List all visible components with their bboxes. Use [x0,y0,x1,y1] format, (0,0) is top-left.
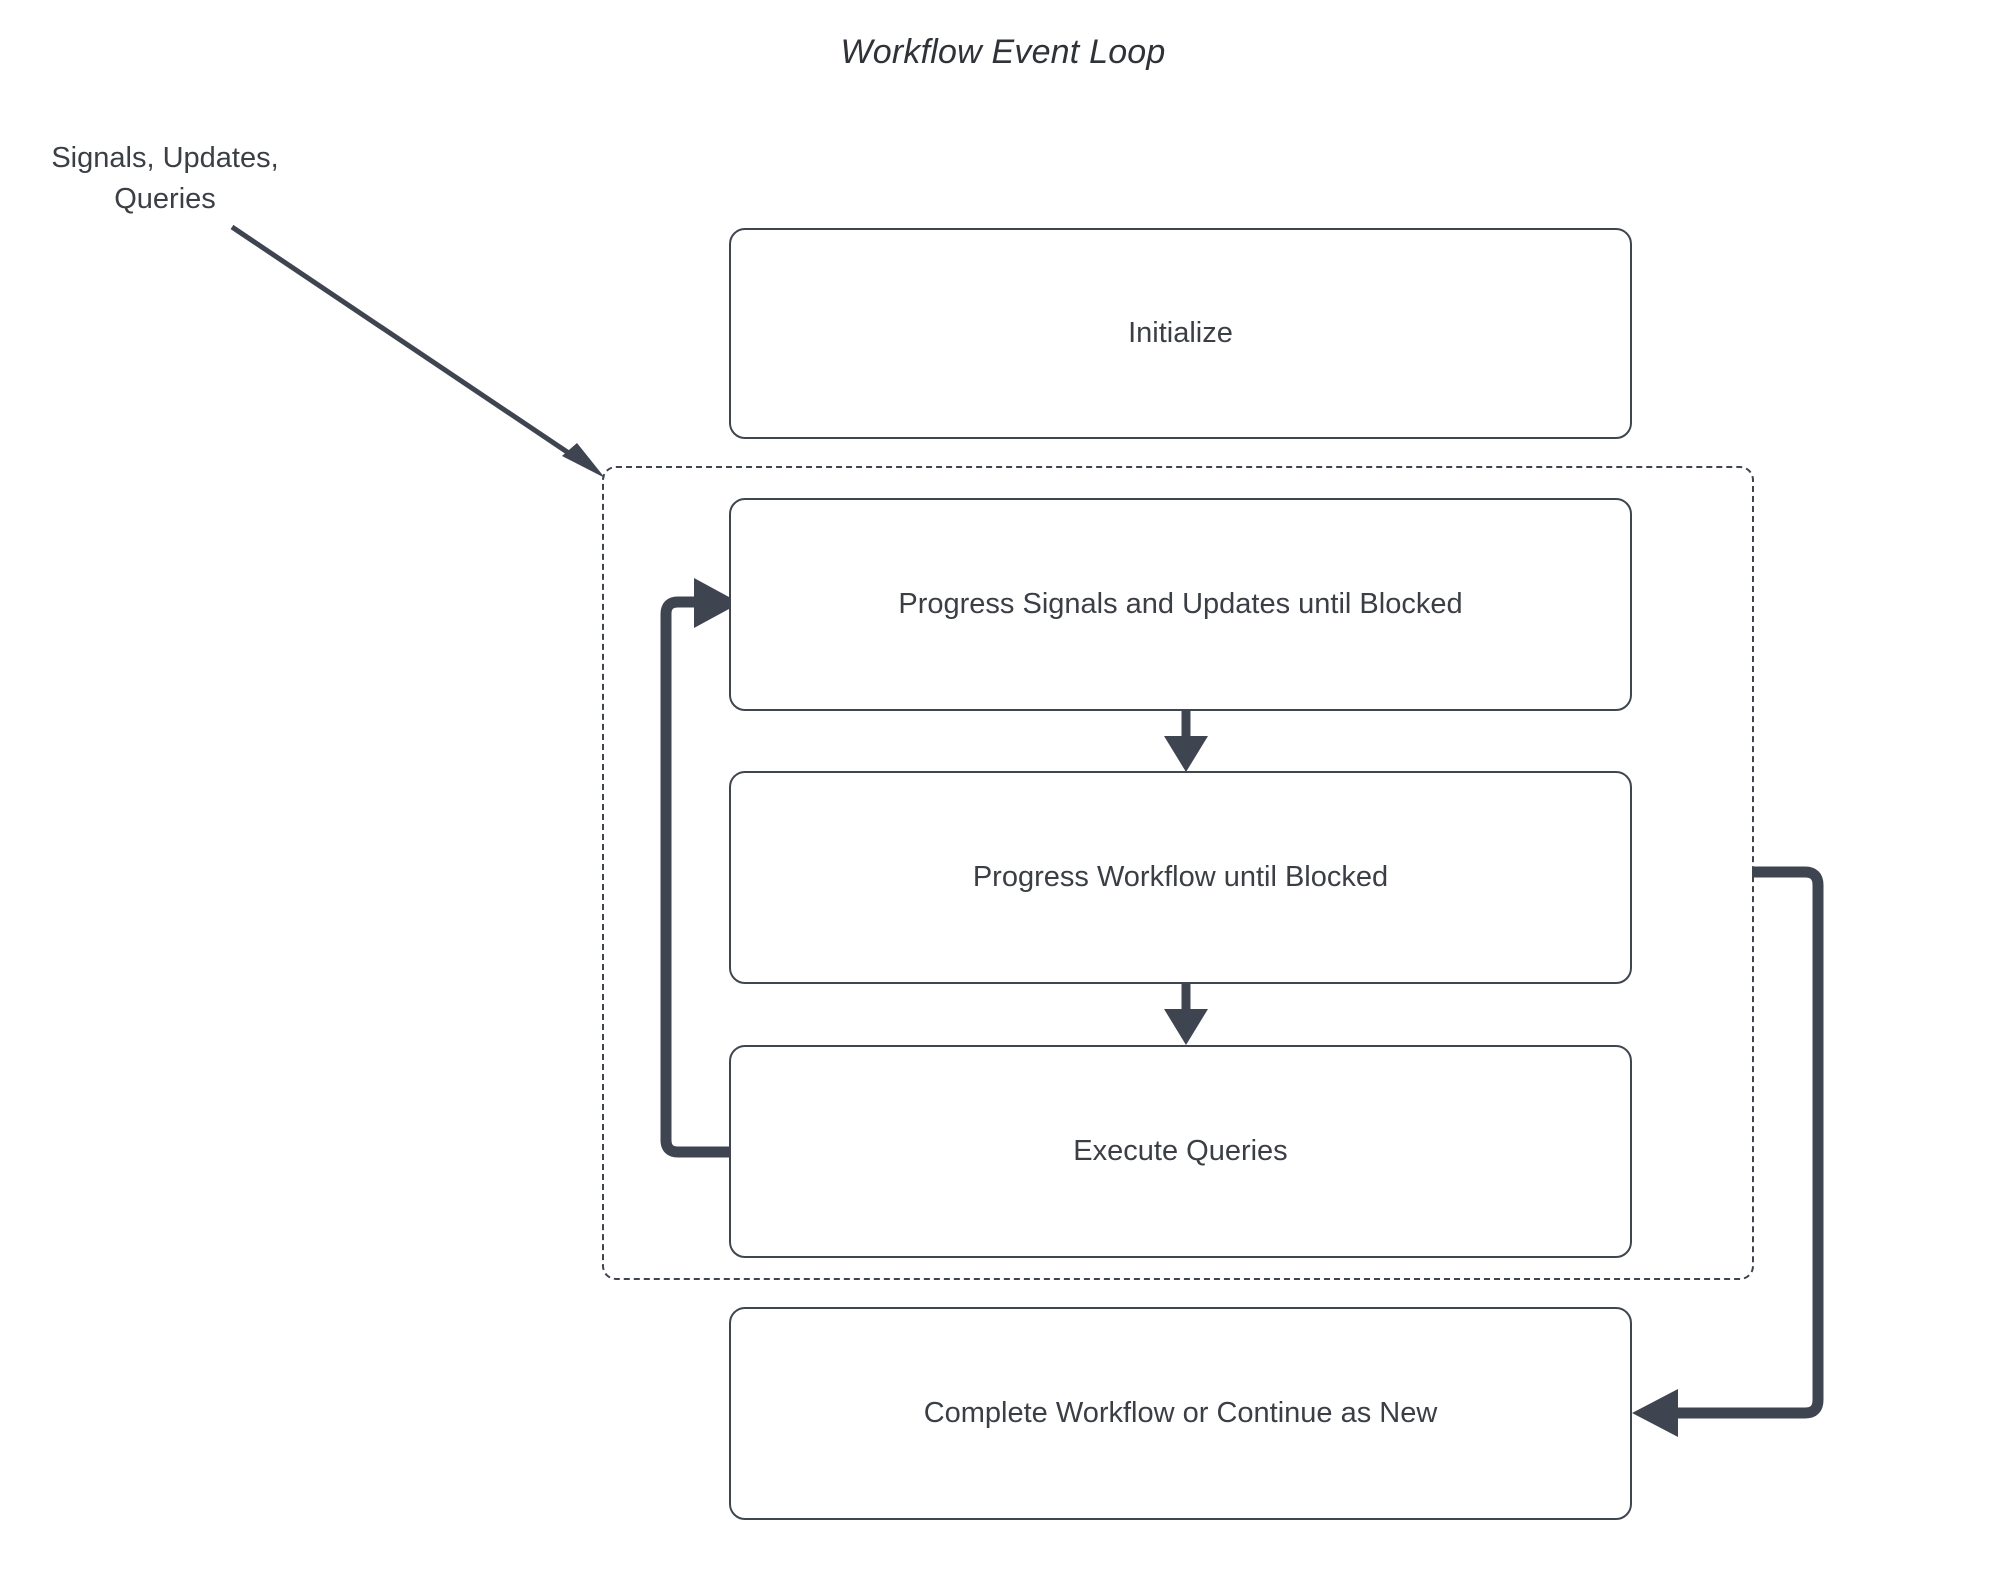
page-title: Workflow Event Loop [840,33,1166,71]
node-complete-workflow-or-continue-as-new[interactable]: Complete Workflow or Continue as New [729,1307,1632,1520]
node-progress-workflow[interactable]: Progress Workflow until Blocked [729,771,1632,984]
event-loop-group [602,466,1754,1280]
external-inputs-label-line1: Signals, Updates, [51,142,279,174]
node-progress-signals-and-updates[interactable]: Progress Signals and Updates until Block… [729,498,1632,711]
node-initialize[interactable]: Initialize [729,228,1632,439]
external-inputs-label: Signals, Updates, Queries [20,138,310,220]
node-execute-queries[interactable]: Execute Queries [729,1045,1632,1258]
external-inputs-label-line2: Queries [114,183,216,215]
edge-signals-to-loop [230,224,605,478]
